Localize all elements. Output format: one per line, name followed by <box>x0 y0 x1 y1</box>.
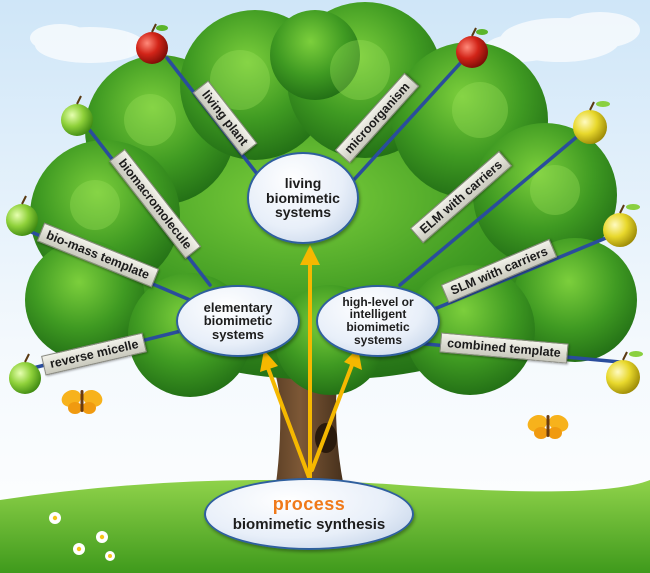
daisy-icon <box>49 512 61 524</box>
node-elementary-biomimetic-systems: elementary biomimetic systems <box>176 285 300 357</box>
node-elementary-text: elementary biomimetic systems <box>203 299 273 342</box>
root-node-process: process biomimetic synthesis <box>204 478 414 550</box>
red-apple-icon <box>136 23 168 64</box>
daisy-icon <box>96 531 108 543</box>
green-apple-icon <box>6 195 38 236</box>
node-high-level-text: high-level or intelligent biomimetic sys… <box>342 294 414 347</box>
node-living-biomimetic-systems: living biomimetic systems <box>247 152 359 244</box>
yellow-apple-icon <box>573 101 610 144</box>
daisy-icon <box>105 551 115 561</box>
node-high-level-biomimetic-systems: high-level or intelligent biomimetic sys… <box>316 285 440 357</box>
butterfly-icon <box>61 389 103 414</box>
arrows <box>260 245 362 492</box>
green-apple-icon <box>61 95 93 136</box>
root-title: process <box>272 494 346 515</box>
yellow-apple-icon <box>603 204 640 247</box>
red-apple-icon <box>456 27 488 68</box>
cloud-icon <box>30 12 640 63</box>
green-apple-icon <box>9 353 41 394</box>
yellow-apple-icon <box>606 351 643 394</box>
daisy-icon <box>73 543 85 555</box>
root-subtitle: biomimetic synthesis <box>232 516 386 534</box>
node-living-text: living biomimetic systems <box>266 174 340 221</box>
butterfly-icon <box>527 414 569 439</box>
